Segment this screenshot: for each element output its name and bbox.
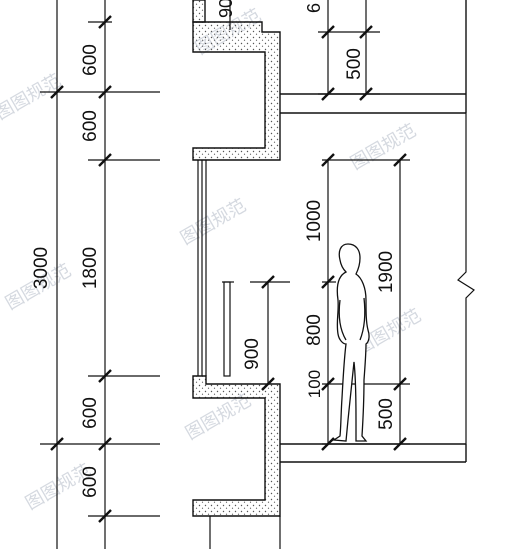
- watermark-text: 图图规范: [0, 70, 65, 124]
- dim-total: 3000: [31, 247, 52, 289]
- left-dimension-chain: [40, 0, 160, 549]
- dim-right-1900: 1900: [376, 251, 397, 293]
- mid-dimension-chain: [229, 0, 290, 391]
- human-figure: [332, 243, 370, 442]
- watermark-text: 图图规范: [347, 120, 420, 174]
- dim-seg-1: 600: [80, 44, 101, 76]
- bottom-edges: [209, 516, 281, 549]
- dim-right-100: 100: [305, 370, 324, 398]
- dim-right-500: 500: [376, 398, 397, 430]
- window-frame: [197, 160, 207, 376]
- upper-slab: [192, 0, 281, 161]
- dim-right-top-500: 500: [344, 48, 365, 80]
- dim-seg-5: 600: [80, 466, 101, 498]
- dim-mid-900: 900: [242, 338, 263, 370]
- break-mark: [457, 113, 475, 444]
- right-dimension-labels: 6 500 1000 800 100 1900 500: [304, 3, 397, 430]
- upper-floor-slab: [280, 0, 467, 114]
- lower-slab: [192, 375, 281, 517]
- right-dimension-chains: [318, 0, 410, 451]
- dim-right-1000: 1000: [304, 200, 325, 242]
- dim-mid-90: 90: [216, 0, 236, 18]
- dim-right-6: 6: [304, 3, 324, 13]
- railing: [222, 281, 234, 377]
- left-dimension-labels: 3000 600 600 1800 600 600: [31, 44, 101, 498]
- watermark-text: 图图规范: [177, 195, 250, 249]
- dim-right-800: 800: [304, 314, 325, 346]
- dim-seg-2: 600: [80, 110, 101, 142]
- dim-seg-3: 1800: [80, 247, 101, 289]
- lower-floor-slab: [280, 443, 467, 463]
- dim-seg-4: 600: [80, 397, 101, 429]
